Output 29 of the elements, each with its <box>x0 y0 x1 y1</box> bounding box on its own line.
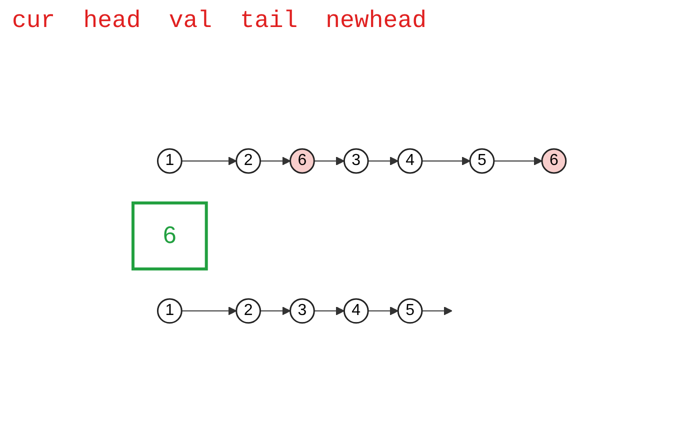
pointer-label: newhead <box>326 8 426 34</box>
arrow <box>260 156 291 165</box>
arrow <box>422 156 470 165</box>
node-circle: 5 <box>397 298 423 324</box>
arrow <box>368 156 399 165</box>
arrow <box>181 306 237 315</box>
node-circle: 6 <box>541 148 567 174</box>
node-circle: 4 <box>343 298 369 324</box>
pointer-label: head <box>83 8 141 34</box>
arrow <box>493 156 542 165</box>
node-circle: 1 <box>157 148 182 174</box>
pointer-label: val <box>168 8 212 34</box>
node-circle: 5 <box>469 148 495 174</box>
arrow <box>314 156 345 165</box>
node-circle: 3 <box>290 298 315 324</box>
node-circle: 6 <box>290 148 315 174</box>
node-circle: 3 <box>343 148 369 174</box>
node-circle: 4 <box>397 148 423 174</box>
arrow <box>314 306 345 315</box>
node-circle: 2 <box>236 148 262 174</box>
arrow <box>422 306 452 315</box>
pointer-label: cur <box>12 8 56 34</box>
node-circle: 2 <box>236 298 262 324</box>
arrow <box>181 156 237 165</box>
node-circle: 1 <box>157 298 182 324</box>
pointer-label: tail <box>240 8 298 34</box>
node-box: 6 <box>132 201 208 270</box>
arrow <box>260 306 291 315</box>
arrow <box>368 306 399 315</box>
